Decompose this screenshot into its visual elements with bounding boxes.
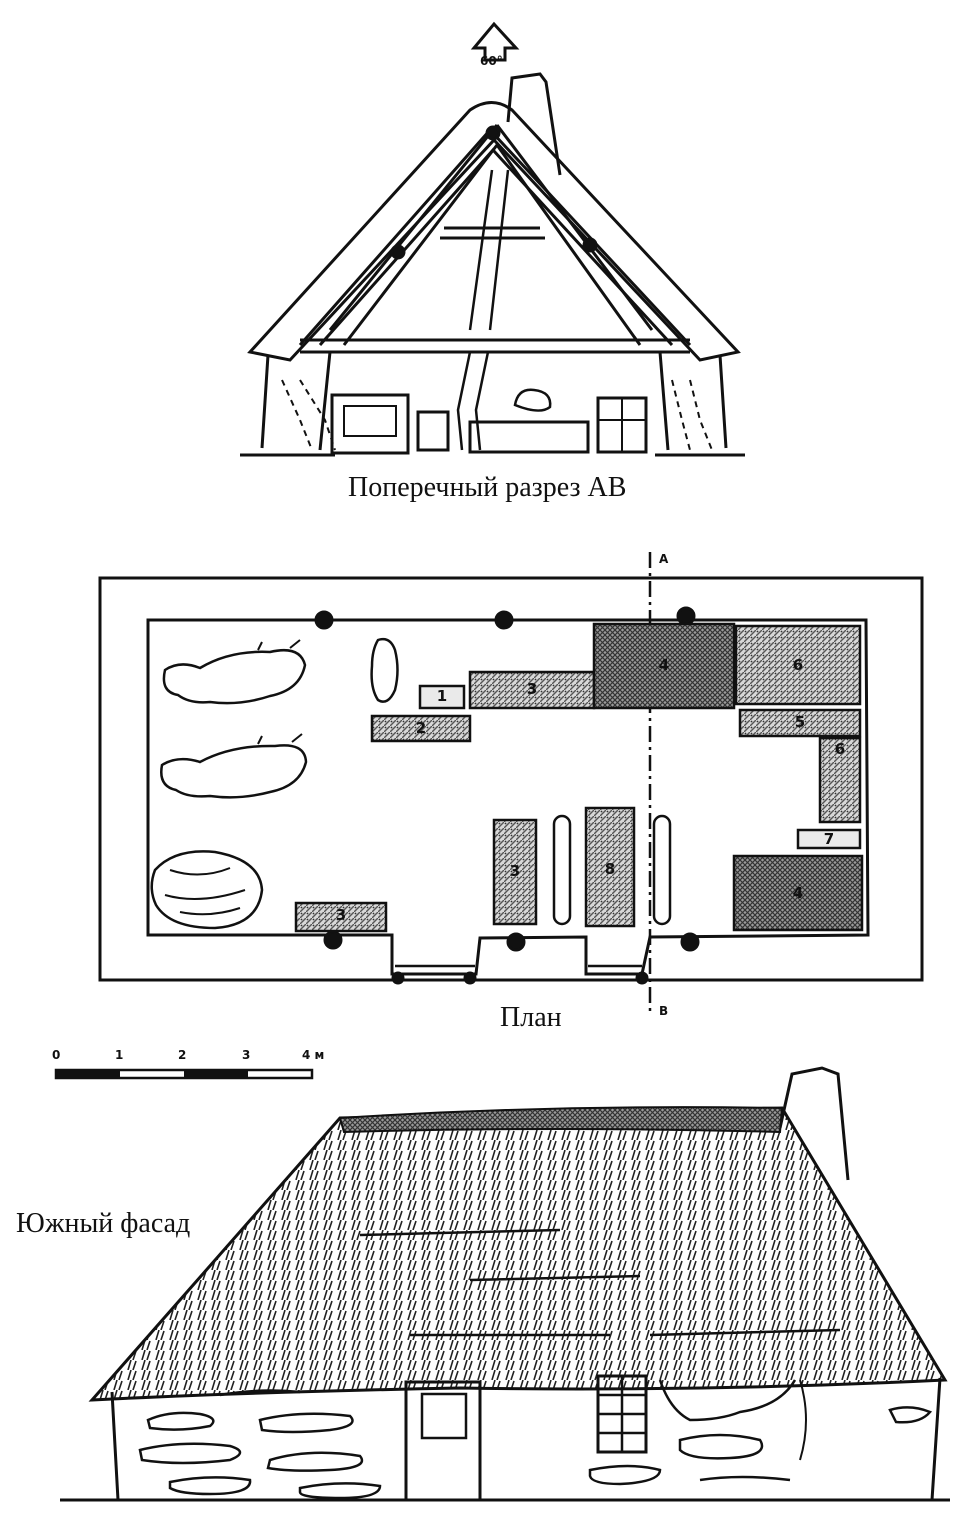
plan-zone-3c	[294, 901, 388, 933]
animal-small	[370, 637, 399, 703]
plan-zone-label: 4	[658, 656, 670, 674]
pot	[513, 388, 552, 412]
plan-zone-label: 7	[823, 830, 835, 848]
scale-tick-label: 1	[115, 1048, 124, 1062]
box	[416, 410, 450, 452]
plan-zone-1	[418, 684, 466, 710]
plan-zone-8	[584, 806, 636, 928]
south-facade	[60, 1066, 950, 1502]
plan-zone-label: 6	[792, 656, 804, 674]
roof-outer	[247, 101, 741, 362]
plan-zone-label: 3	[509, 862, 521, 880]
facade-chimney	[778, 1066, 850, 1181]
chimney	[506, 72, 562, 176]
bed	[330, 393, 410, 455]
plan-bench-right	[652, 814, 672, 926]
plan-zone-4b	[732, 854, 864, 932]
bench	[468, 420, 590, 454]
cross-section	[240, 21, 745, 457]
scale-tick-label: 3	[242, 1048, 251, 1062]
animal-upper	[162, 648, 307, 705]
scale-tick-label: 0	[52, 1048, 61, 1062]
section-title: Поперечный разрез АВ	[348, 472, 627, 503]
hay-pile	[150, 850, 264, 930]
plan-zone-label: 5	[794, 713, 806, 731]
plan-zone-4a	[592, 622, 736, 710]
north-arrow-icon	[470, 21, 520, 62]
cut-marker-bottom: B	[659, 1004, 669, 1018]
plan-bench-left	[552, 814, 572, 926]
plan-zone-3a	[468, 670, 596, 710]
scale-bar	[54, 1068, 314, 1080]
roof-angle-label: 60°	[480, 54, 503, 68]
facade-title: Южный фасад	[16, 1208, 191, 1239]
cut-marker-top: A	[659, 552, 669, 566]
plan-zone-2	[370, 714, 472, 743]
plan-zone-label: 2	[415, 719, 427, 737]
plan-title: План	[500, 1002, 562, 1033]
plan-zone-label: 8	[604, 860, 616, 878]
plan-inner-wall	[146, 618, 870, 976]
plan-zone-6a	[734, 624, 862, 706]
plan-zone-label: 4	[792, 884, 804, 902]
facade-roof	[88, 1106, 948, 1402]
scale-tick-label: 2	[178, 1048, 187, 1062]
plan-zone-5	[738, 708, 862, 738]
animal-middle	[160, 744, 308, 799]
plan-zone-6b	[818, 736, 862, 824]
floor-plan	[98, 552, 924, 1016]
scale-tick-label: 4 м	[302, 1048, 325, 1062]
plan-zone-label: 3	[335, 906, 347, 924]
plan-zone-3b	[492, 818, 538, 926]
facade-wall	[110, 1377, 942, 1502]
plan-zone-7	[796, 828, 862, 850]
facade-door	[404, 1380, 482, 1502]
plan-zone-label: 6	[834, 740, 846, 758]
plan-outer-wall	[98, 576, 924, 982]
plan-zone-label: 3	[526, 680, 538, 698]
plan-zone-label: 1	[436, 687, 448, 705]
